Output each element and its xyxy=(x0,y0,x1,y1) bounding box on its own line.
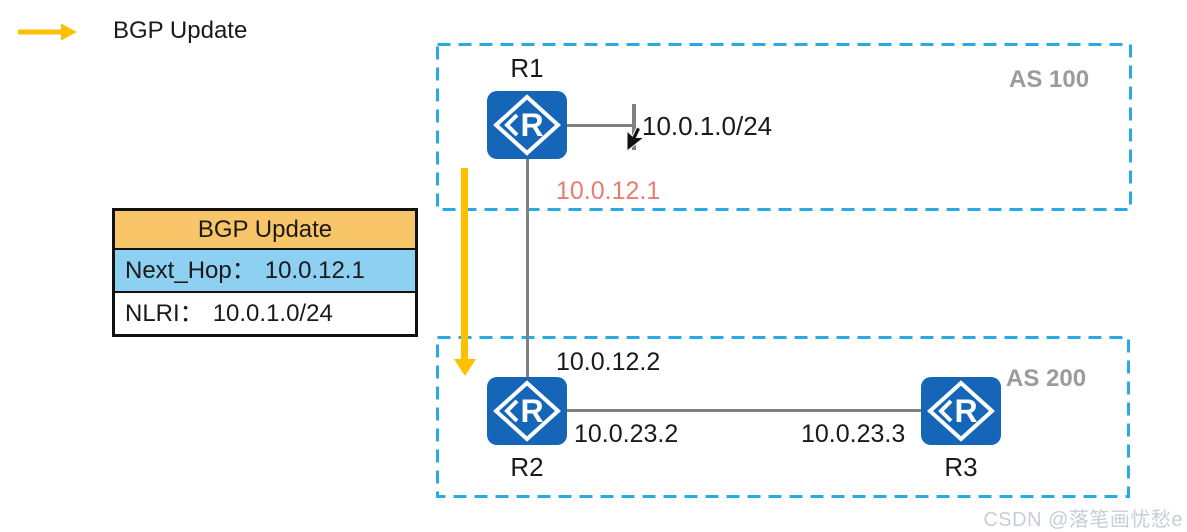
link-r2-r3 xyxy=(567,409,923,412)
router-r3-icon: R xyxy=(921,377,1001,445)
bgp-update-arrowhead-icon xyxy=(454,359,476,376)
router-r2-label: R2 xyxy=(510,452,544,482)
router-r1-icon: R xyxy=(487,91,567,159)
legend-arrow-icon xyxy=(18,23,77,41)
watermark: CSDN @落笔画忧愁e xyxy=(983,509,1183,531)
router-r2-icon: R xyxy=(487,377,567,445)
next-hop-value: 10.0.12.1 xyxy=(264,257,365,284)
bgp-update-table-title: BGP Update xyxy=(115,211,415,250)
r2-link-ip-label: 10.0.23.2 xyxy=(574,420,679,448)
r3-link-ip-label: 10.0.23.3 xyxy=(801,420,906,448)
router-icon-letter: R xyxy=(520,393,543,429)
legend-label: BGP Update xyxy=(113,17,248,44)
stub-network-terminator xyxy=(632,104,636,150)
router-r3-label: R3 xyxy=(944,452,978,482)
nlri-value: 10.0.1.0/24 xyxy=(212,300,333,327)
router-icon-letter: R xyxy=(520,107,543,143)
link-r1-r2 xyxy=(526,159,529,378)
bgp-update-table: BGP Update Next_Hop： 10.0.12.1 NLRI： 10.0.… xyxy=(112,208,418,337)
next-hop-label: Next_Hop： xyxy=(125,257,256,284)
stub-network-line xyxy=(567,124,633,127)
table-row-next-hop: Next_Hop： 10.0.12.1 xyxy=(115,250,415,293)
table-row-nlri: NLRI： 10.0.1.0/24 xyxy=(115,293,415,334)
bgp-update-arrow-icon xyxy=(461,168,468,360)
nlri-label: NLRI： xyxy=(125,300,204,327)
r1-interface-ip-label: 10.0.12.1 xyxy=(556,177,661,205)
stub-network-label: 10.0.1.0/24 xyxy=(642,111,773,141)
router-icon-letter: R xyxy=(954,393,977,429)
as100-label: AS 100 xyxy=(1009,66,1090,93)
router-r1-label: R1 xyxy=(510,53,544,83)
mouse-cursor-icon xyxy=(626,126,644,152)
r2-uplink-ip-label: 10.0.12.2 xyxy=(556,348,661,376)
as200-label: AS 200 xyxy=(1006,365,1087,392)
